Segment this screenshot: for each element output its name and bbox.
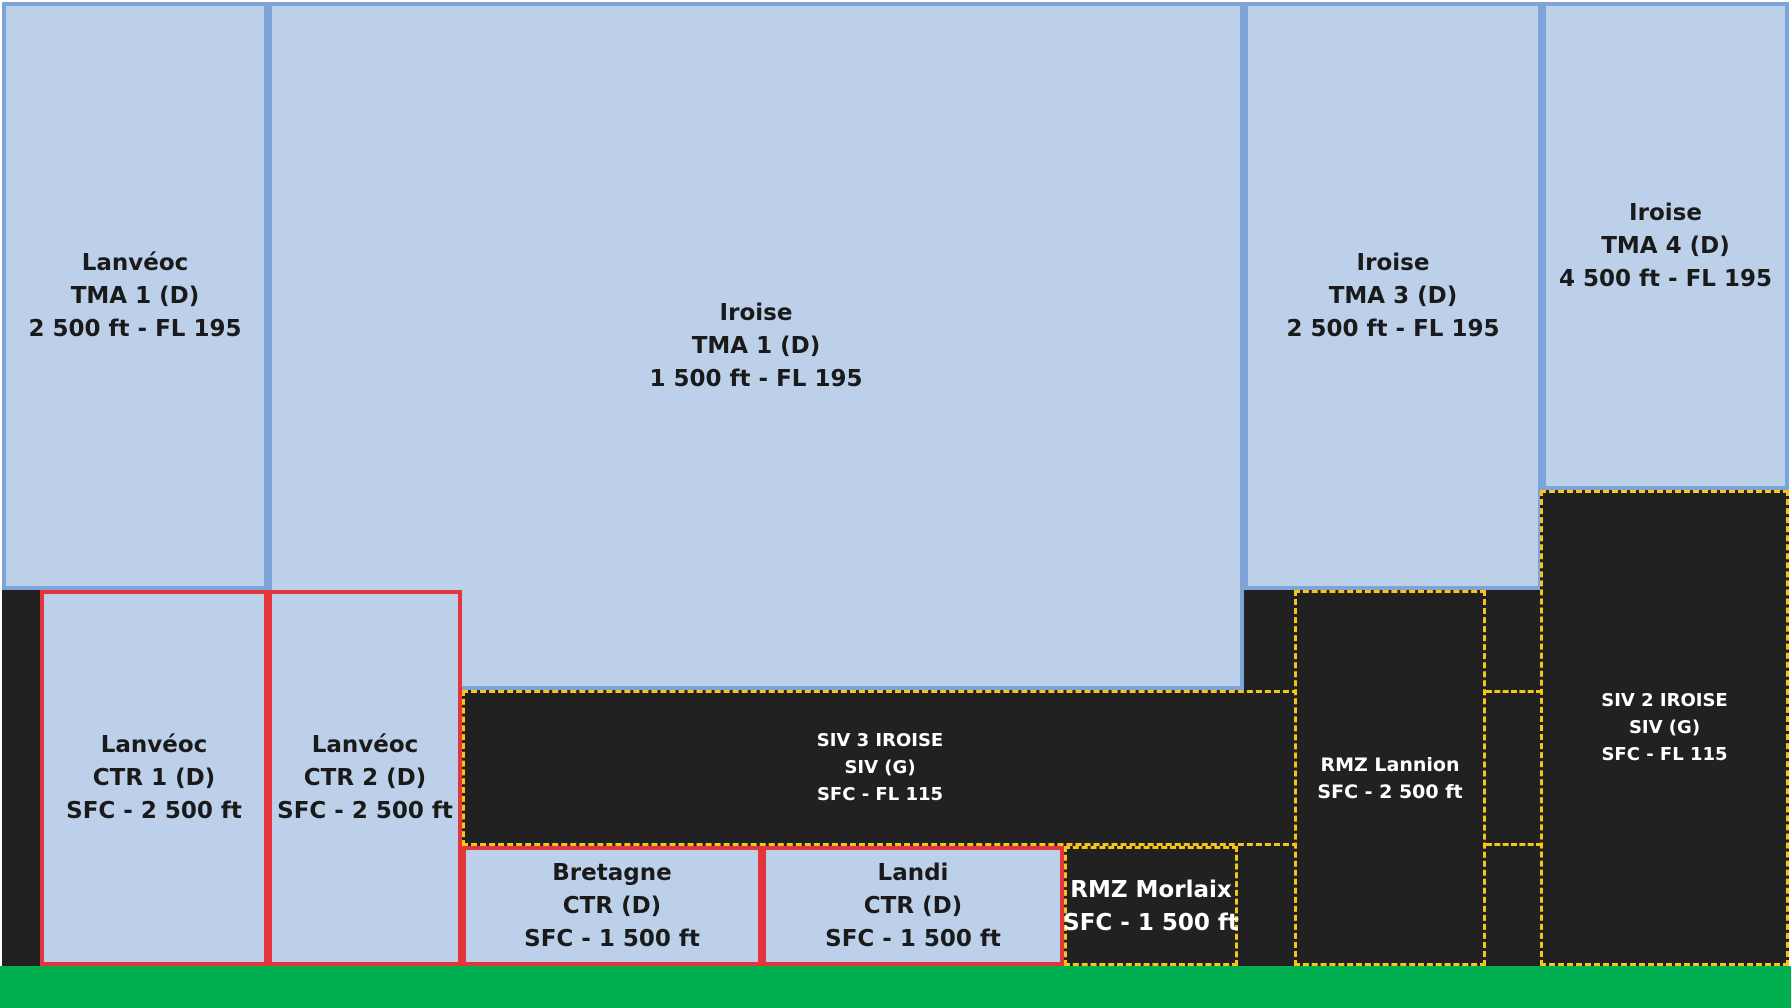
zone-limits: SFC - 2 500 ft [66, 798, 242, 824]
zone-name: Iroise [1629, 200, 1702, 226]
siv-connector [1486, 690, 1542, 846]
zone-name: Iroise [1356, 250, 1430, 276]
ground-surface [0, 966, 1791, 1008]
zone-limits: 1 500 ft - FL 195 [649, 366, 863, 392]
zone-rmz-morlaix: RMZ Morlaix SFC - 1 500 ft [1063, 846, 1239, 966]
zone-name: SIV 3 IROISE [816, 730, 944, 751]
zone-limits: 2 500 ft - FL 195 [28, 316, 242, 342]
zone-designation: CTR (D) [562, 893, 662, 919]
zone-name: RMZ Morlaix [1070, 876, 1232, 903]
zone-iroise-tma1: Iroise TMA 1 (D) 1 500 ft - FL 195 [268, 2, 1244, 690]
zone-limits: SFC - 2 500 ft [277, 798, 453, 824]
zone-siv3-iroise: SIV 3 IROISE SIV (G) SFC - FL 115 [462, 690, 1298, 846]
zone-limits: SFC - 2 500 ft [1317, 780, 1463, 803]
zone-limits: SFC - 1 500 ft [1063, 909, 1239, 936]
zone-lanveoc-ctr1: Lanvéoc CTR 1 (D) SFC - 2 500 ft [40, 590, 268, 966]
zone-designation: TMA 1 (D) [70, 283, 200, 309]
zone-bretagne-ctr: Bretagne CTR (D) SFC - 1 500 ft [462, 846, 762, 966]
zone-designation: TMA 4 (D) [1601, 233, 1730, 259]
zone-limits: SFC - 1 500 ft [524, 926, 700, 952]
zone-lanveoc-tma1: Lanvéoc TMA 1 (D) 2 500 ft - FL 195 [2, 2, 268, 590]
zone-designation: TMA 3 (D) [1328, 283, 1458, 309]
zone-rmz-lannion: RMZ Lannion SFC - 2 500 ft [1294, 590, 1486, 966]
zone-limits: SFC - 1 500 ft [825, 926, 1001, 952]
zone-name: Bretagne [552, 860, 672, 886]
zone-name: SIV 2 IROISE [1601, 690, 1728, 711]
zone-name: Landi [877, 860, 949, 886]
zone-designation: CTR (D) [863, 893, 963, 919]
zone-lanveoc-ctr2: Lanvéoc CTR 2 (D) SFC - 2 500 ft [268, 590, 462, 966]
zone-name: Lanvéoc [100, 732, 208, 758]
zone-iroise-tma3: Iroise TMA 3 (D) 2 500 ft - FL 195 [1244, 2, 1542, 590]
zone-name: Lanvéoc [311, 732, 419, 758]
zone-designation: SIV (G) [1628, 717, 1701, 738]
zone-designation: CTR 2 (D) [303, 765, 427, 791]
zone-iroise-tma4: Iroise TMA 4 (D) 4 500 ft - FL 195 [1542, 2, 1789, 490]
zone-landi-ctr: Landi CTR (D) SFC - 1 500 ft [762, 846, 1064, 966]
zone-designation: CTR 1 (D) [92, 765, 216, 791]
zone-siv2-iroise: SIV 2 IROISE SIV (G) SFC - FL 115 [1540, 490, 1789, 966]
zone-limits: 4 500 ft - FL 195 [1559, 266, 1772, 292]
zone-limits: SFC - FL 115 [816, 784, 944, 805]
zone-designation: SIV (G) [844, 757, 916, 778]
zone-name: RMZ Lannion [1320, 753, 1460, 776]
zone-designation: TMA 1 (D) [691, 333, 821, 359]
zone-limits: SFC - FL 115 [1601, 744, 1728, 765]
zone-limits: 2 500 ft - FL 195 [1286, 316, 1500, 342]
zone-name: Iroise [719, 300, 793, 326]
zone-name: Lanvéoc [81, 250, 189, 276]
